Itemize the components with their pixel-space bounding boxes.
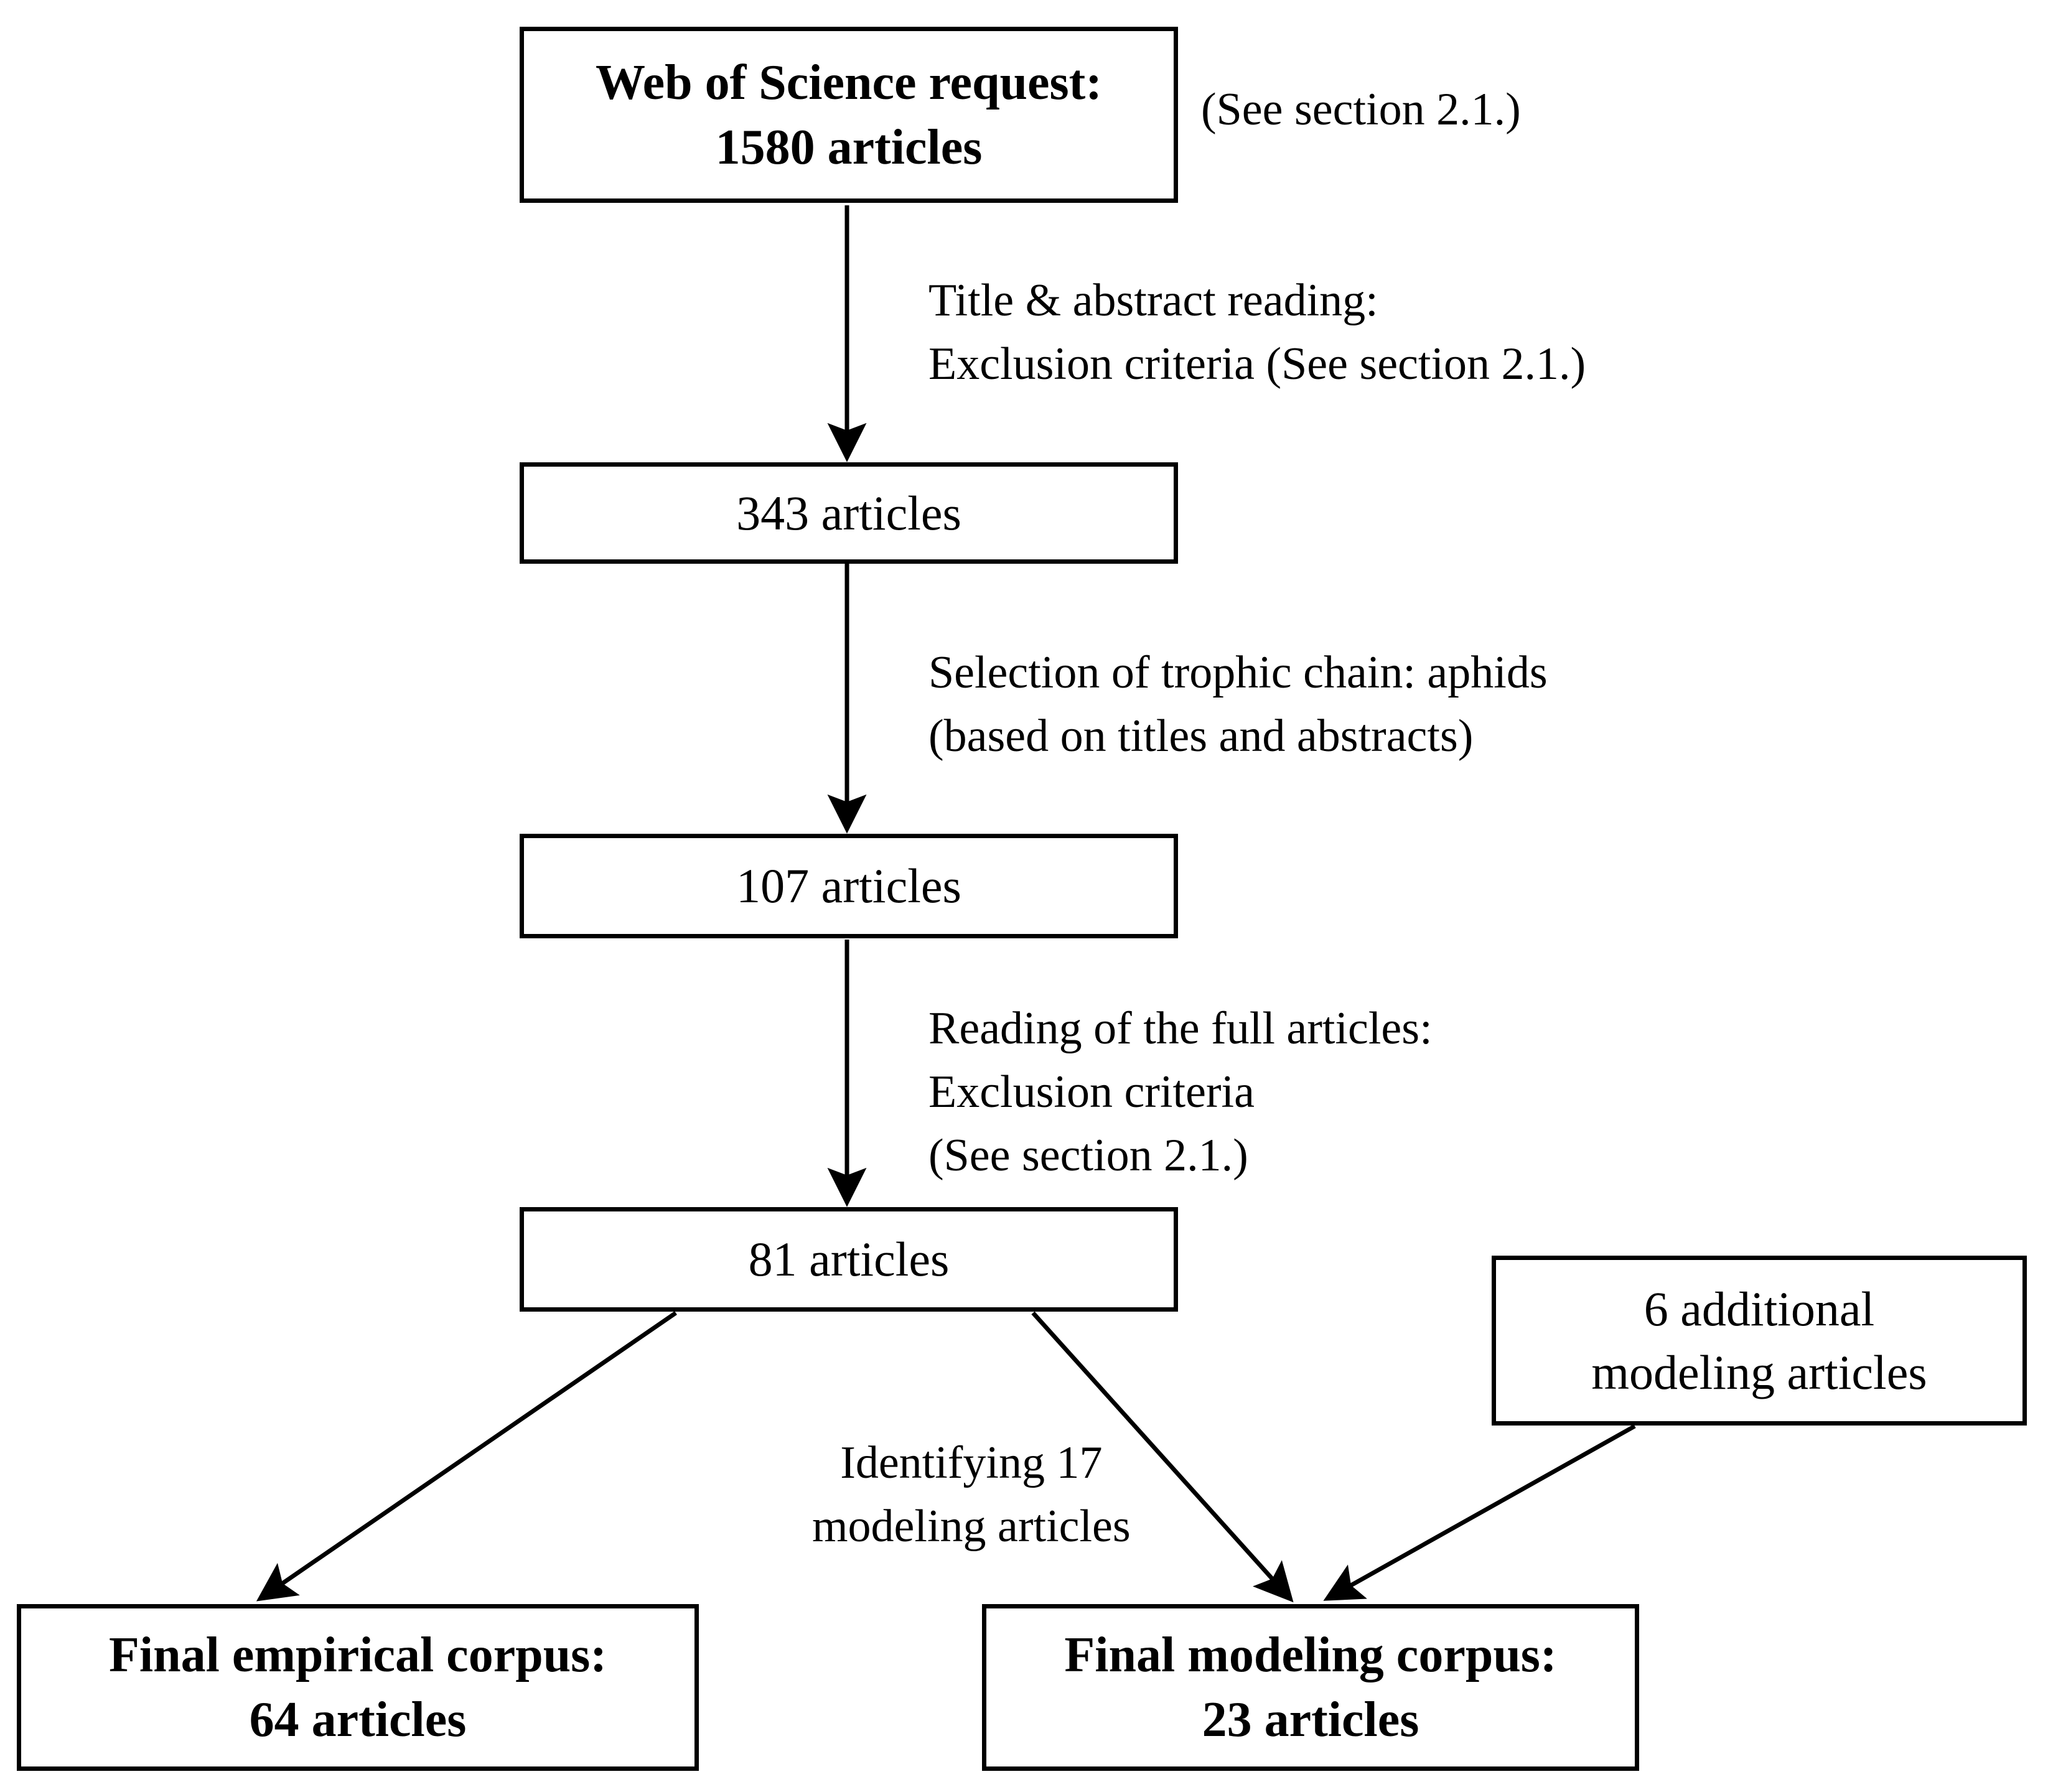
connector-81-to-modeling <box>1031 1311 1294 1603</box>
connector-additional-to-modeling <box>1323 1424 1636 1601</box>
node-line-1: 107 articles <box>736 859 961 913</box>
node-81-articles[interactable]: 81 articles <box>520 1207 1178 1312</box>
edge-label-line-2: modeling articles <box>812 1501 1131 1552</box>
node-343-articles[interactable]: 343 articles <box>520 462 1178 564</box>
node-107-articles[interactable]: 107 articles <box>520 834 1178 938</box>
node-web-of-science-request[interactable]: Web of Science request: 1580 articles <box>520 27 1178 203</box>
node-final-modeling-corpus[interactable]: Final modeling corpus: 23 articles <box>982 1604 1639 1771</box>
node-line-2: 64 articles <box>249 1692 467 1747</box>
edge-label-line-1: Identifying 17 <box>840 1437 1103 1488</box>
edge-label-line-2: Exclusion criteria (See section 2.1.) <box>928 338 1586 390</box>
connector-81-to-empirical <box>256 1311 677 1602</box>
node-line-2: modeling articles <box>1591 1345 1927 1399</box>
node-line-2: 23 articles <box>1202 1692 1419 1747</box>
node-line-1: Final empirical corpus: <box>109 1628 607 1682</box>
node-6-additional-modeling-articles[interactable]: 6 additional modeling articles <box>1492 1256 2027 1426</box>
node-line-1: 81 articles <box>748 1232 950 1287</box>
edge-label-line-1: Selection of trophic chain: aphids <box>928 647 1548 698</box>
node-final-empirical-corpus[interactable]: Final empirical corpus: 64 articles <box>17 1604 699 1771</box>
edge-label-full-article-reading: Reading of the full articles: Exclusion … <box>928 997 1433 1187</box>
node-line-1: 343 articles <box>736 485 961 540</box>
edge-label-line-1: Title & abstract reading: <box>928 275 1378 326</box>
node-line-2: 1580 articles <box>715 119 983 175</box>
edge-label-title-abstract-reading: Title & abstract reading: Exclusion crit… <box>928 269 1586 396</box>
edge-label-identifying-modeling-articles: Identifying 17 modeling articles <box>812 1431 1131 1558</box>
node-line-1: Web of Science request: <box>596 55 1102 110</box>
edge-label-line-2: (based on titles and abstracts) <box>928 711 1474 762</box>
node-line-1: 6 additional <box>1644 1282 1875 1337</box>
edge-label-line-3: (See section 2.1.) <box>928 1130 1248 1182</box>
edge-label-line-2: Exclusion criteria <box>928 1066 1255 1118</box>
edge-label-trophic-chain: Selection of trophic chain: aphids (base… <box>928 641 1548 768</box>
annotation-see-section: (See section 2.1.) <box>1201 84 1521 135</box>
node-line-1: Final modeling corpus: <box>1064 1628 1557 1682</box>
edge-label-line-1: Reading of the full articles: <box>928 1003 1433 1054</box>
